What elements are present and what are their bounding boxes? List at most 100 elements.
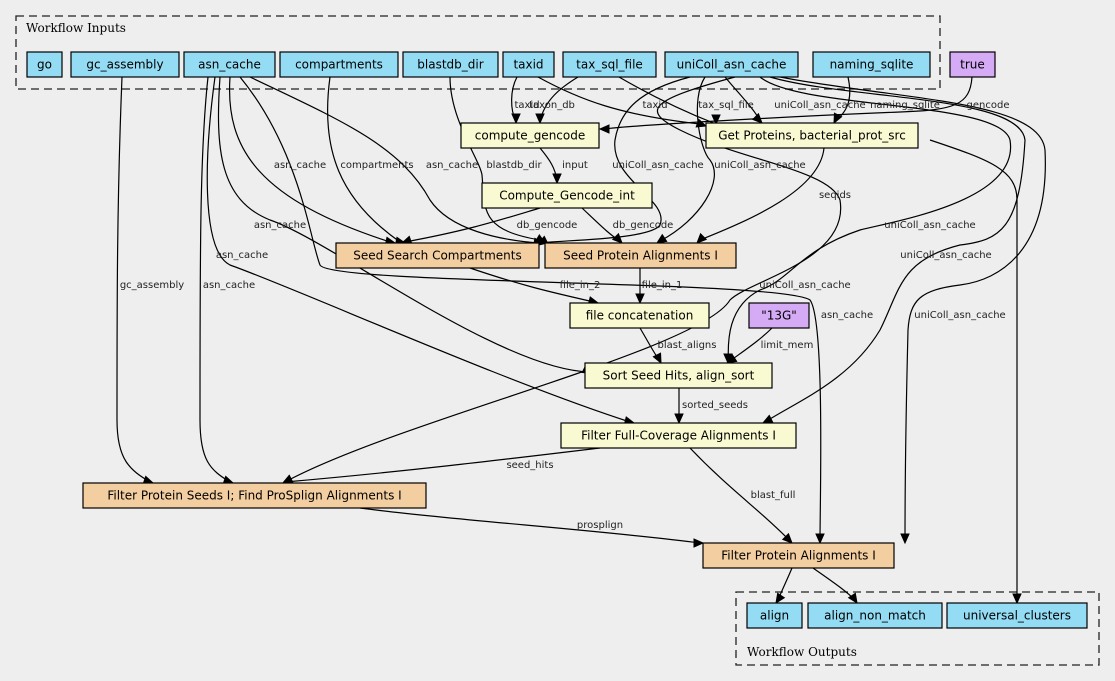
edge-taxid-to-compute_gencode <box>511 76 521 125</box>
edge-line <box>359 507 701 544</box>
node-box[interactable] <box>460 122 600 149</box>
node-true[interactable]: true <box>949 51 996 78</box>
node-box[interactable] <box>481 182 653 209</box>
node-box[interactable] <box>402 51 499 78</box>
node-seed-search[interactable]: Seed Search Compartments <box>335 242 540 269</box>
edge-asn_cache-to-filter_protein <box>239 76 825 545</box>
edge-filter_seeds-to-filter_protein <box>359 507 705 548</box>
node-label: Seed Protein Alignments I <box>563 249 718 263</box>
node-sort-seed[interactable]: Sort Seed Hits, align_sort <box>584 362 773 389</box>
node-compute-gencode[interactable]: compute_gencode <box>460 122 600 149</box>
node-box[interactable] <box>335 242 540 269</box>
edge-label: taxid <box>642 100 667 111</box>
arrowhead-icon <box>552 173 562 185</box>
node-box[interactable] <box>26 51 63 78</box>
edge-filter_full-to-filter_protein <box>689 447 793 544</box>
node-tax-sql-file[interactable]: tax_sql_file <box>562 51 657 78</box>
node-box[interactable] <box>183 51 276 78</box>
node-box[interactable] <box>82 482 427 509</box>
edge-label: prosplign <box>577 520 623 531</box>
arrowhead-icon <box>652 352 662 365</box>
node-label: compute_gencode <box>475 129 585 143</box>
arrowhead-icon <box>847 592 858 605</box>
node-label: gc_assembly <box>86 58 163 72</box>
edge-label: asn_cache <box>821 310 873 321</box>
edge-uniColl_asn_cache-to-filter_protein <box>779 76 1046 545</box>
node-box[interactable] <box>70 51 180 78</box>
edge-line <box>116 76 151 483</box>
edge-line <box>469 267 595 303</box>
node-box[interactable] <box>502 51 555 78</box>
node-label: Filter Full-Coverage Alignments I <box>581 429 776 443</box>
edge-label: seqids <box>819 190 851 201</box>
edge-filter_protein-to-align_non_match <box>812 567 858 605</box>
node-filter-seeds[interactable]: Filter Protein Seeds I; Find ProSplign A… <box>82 482 427 509</box>
edge-label: blastdb_dir <box>486 160 542 171</box>
node-label: taxid <box>513 58 543 72</box>
node-label: Filter Protein Alignments I <box>721 549 876 563</box>
node-box[interactable] <box>664 51 799 78</box>
arrowhead-icon <box>611 232 623 244</box>
node-uniColl-asn-cache[interactable]: uniColl_asn_cache <box>664 51 799 78</box>
node-compute-gencode-int[interactable]: Compute_Gencode_int <box>481 182 653 209</box>
node-box[interactable] <box>560 422 797 449</box>
node-go[interactable]: go <box>26 51 63 78</box>
node-naming-sqlite[interactable]: naming_sqlite <box>812 51 931 78</box>
node-label: compartments <box>295 58 383 72</box>
node-seed-protein[interactable]: Seed Protein Alignments I <box>544 242 737 269</box>
node-universal-clusters[interactable]: universal_clusters <box>946 602 1088 629</box>
arrowhead-icon <box>725 353 738 364</box>
node-compartments[interactable]: compartments <box>279 51 399 78</box>
node-file-concat[interactable]: file concatenation <box>569 302 710 329</box>
edge-label: uniColl_asn_cache <box>759 280 850 291</box>
edge-line <box>727 76 1011 363</box>
arrowhead-icon <box>655 233 668 244</box>
node-label: align_non_match <box>824 609 926 623</box>
node-label: universal_clusters <box>963 609 1071 623</box>
node-box[interactable] <box>746 602 803 629</box>
edge-label: file_in_2 <box>560 280 601 291</box>
node-box[interactable] <box>702 542 895 569</box>
node-filter-full[interactable]: Filter Full-Coverage Alignments I <box>560 422 797 449</box>
node-box[interactable] <box>705 122 919 149</box>
edge-label: sorted_seeds <box>682 400 748 411</box>
node-c13g[interactable]: "13G" <box>748 302 810 329</box>
edge-label: uniColl_asn_cache <box>900 250 991 261</box>
arrowhead-icon <box>511 113 521 125</box>
edge-label: asn_cache <box>254 220 306 231</box>
edge-tax_sql_file-to-compute_gencode <box>535 76 579 125</box>
node-gc-assembly[interactable]: gc_assembly <box>70 51 180 78</box>
node-box[interactable] <box>279 51 399 78</box>
node-label: uniColl_asn_cache <box>677 58 787 72</box>
node-blastdb-dir[interactable]: blastdb_dir <box>402 51 499 78</box>
node-align[interactable]: align <box>746 602 803 629</box>
node-box[interactable] <box>544 242 737 269</box>
edge-label: naming_sqlite <box>870 100 940 111</box>
arrowhead-icon <box>281 474 294 484</box>
edge-label: tax_sql_file <box>698 100 754 111</box>
arrowhead-icon <box>536 235 549 245</box>
node-box[interactable] <box>812 51 931 78</box>
node-align-non-match[interactable]: align_non_match <box>807 602 943 629</box>
node-taxid[interactable]: taxid <box>502 51 555 78</box>
edge-line <box>929 139 1018 600</box>
arrowhead-icon <box>900 533 910 545</box>
node-box[interactable] <box>562 51 657 78</box>
node-box[interactable] <box>946 602 1088 629</box>
node-label: "13G" <box>761 309 797 323</box>
edge-line <box>699 147 825 241</box>
node-box[interactable] <box>584 362 773 389</box>
node-label: Sort Seed Hits, align_sort <box>603 369 755 383</box>
node-box[interactable] <box>569 302 710 329</box>
edge-line <box>404 207 541 243</box>
node-box[interactable] <box>949 51 996 78</box>
node-box[interactable] <box>748 302 810 329</box>
node-filter-protein[interactable]: Filter Protein Alignments I <box>702 542 895 569</box>
edge-line <box>724 76 761 122</box>
arrowhead-icon <box>696 232 708 244</box>
node-box[interactable] <box>807 602 943 629</box>
edge-label: asn_cache <box>274 160 326 171</box>
node-asn-cache[interactable]: asn_cache <box>183 51 276 78</box>
node-get-proteins[interactable]: Get Proteins, bacterial_prot_src <box>705 122 919 149</box>
